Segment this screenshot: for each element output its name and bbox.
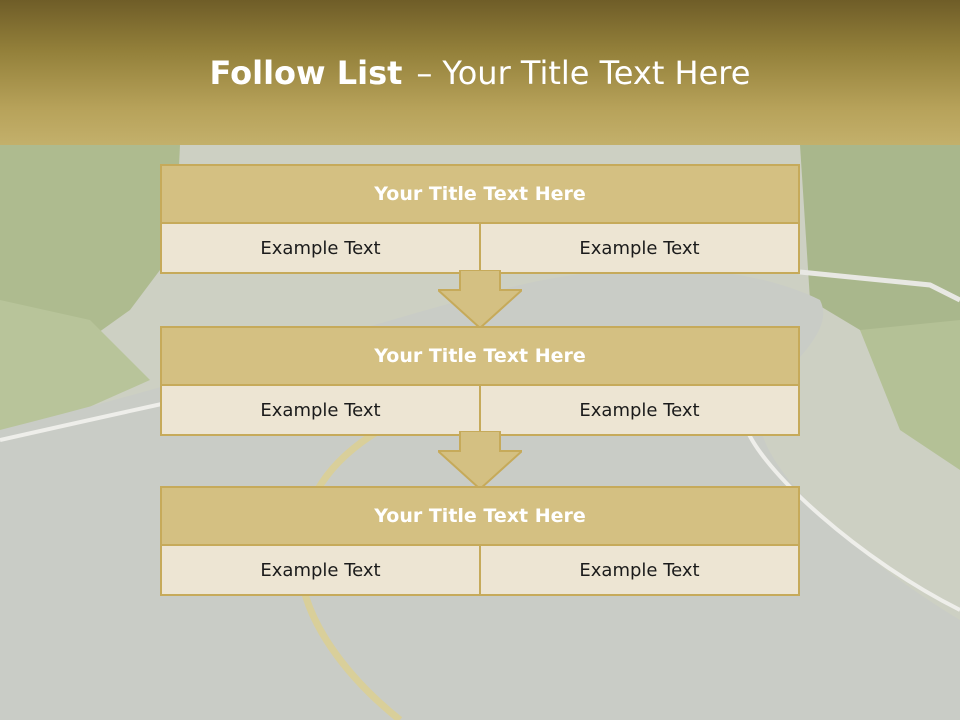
step-cell-left: Example Text (162, 386, 479, 434)
page-title-bold: Follow List (209, 54, 403, 92)
step-row: Example Text Example Text (162, 224, 798, 272)
step-row: Example Text Example Text (162, 546, 798, 594)
step-cell-right: Example Text (479, 224, 798, 272)
step-card-1: Your Title Text Here Example Text Exampl… (160, 164, 800, 274)
step-cell-right: Example Text (479, 546, 798, 594)
page-title: Follow List–Your Title Text Here (0, 54, 960, 92)
step-cell-left: Example Text (162, 224, 479, 272)
down-arrow-icon (438, 270, 522, 328)
header-band: Follow List–Your Title Text Here (0, 0, 960, 145)
page-title-rest: Your Title Text Here (442, 54, 751, 92)
step-card-2: Your Title Text Here Example Text Exampl… (160, 326, 800, 436)
page-title-separator: – (416, 54, 433, 92)
step-title: Your Title Text Here (162, 488, 798, 546)
step-cell-left: Example Text (162, 546, 479, 594)
step-title: Your Title Text Here (162, 328, 798, 386)
down-arrow-icon (438, 431, 522, 489)
step-card-3: Your Title Text Here Example Text Exampl… (160, 486, 800, 596)
step-title: Your Title Text Here (162, 166, 798, 224)
step-row: Example Text Example Text (162, 386, 798, 434)
step-cell-right: Example Text (479, 386, 798, 434)
